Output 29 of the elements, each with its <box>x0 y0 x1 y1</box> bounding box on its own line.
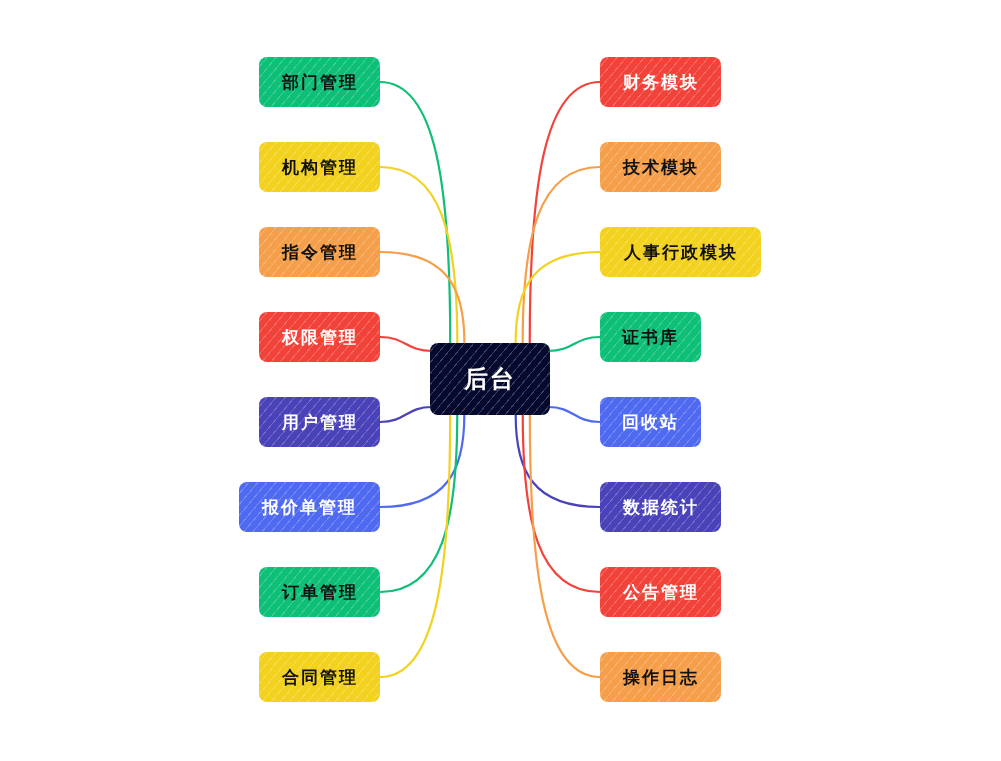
connector-line <box>521 415 601 594</box>
connector-line <box>379 80 452 343</box>
connector-line <box>514 250 601 344</box>
topic-box: 财务模块 <box>600 57 721 107</box>
topic-box: 人事行政模块 <box>600 227 761 277</box>
connector-line <box>528 80 601 343</box>
connector-line <box>379 414 466 509</box>
connector-line <box>379 415 452 679</box>
connector-line <box>379 165 459 343</box>
connector-line <box>379 415 459 594</box>
topic-box: 操作日志 <box>600 652 721 702</box>
topic-box: 订单管理 <box>259 567 380 617</box>
connector-line <box>379 250 466 344</box>
topic-box: 公告管理 <box>600 567 721 617</box>
topic-box: 用户管理 <box>259 397 380 447</box>
topic-box: 权限管理 <box>259 312 380 362</box>
topic-box: 回收站 <box>600 397 701 447</box>
topic-box: 报价单管理 <box>239 482 380 532</box>
connector-line <box>514 414 601 509</box>
connector-line <box>521 165 601 343</box>
topic-box: 数据统计 <box>600 482 721 532</box>
central-topic-box: 后台 <box>430 343 550 415</box>
topic-box: 机构管理 <box>259 142 380 192</box>
connector-line <box>528 415 601 679</box>
topic-box: 技术模块 <box>600 142 721 192</box>
topic-box: 指令管理 <box>259 227 380 277</box>
topic-box: 合同管理 <box>259 652 380 702</box>
topic-box: 部门管理 <box>259 57 380 107</box>
topic-box: 证书库 <box>600 312 701 362</box>
